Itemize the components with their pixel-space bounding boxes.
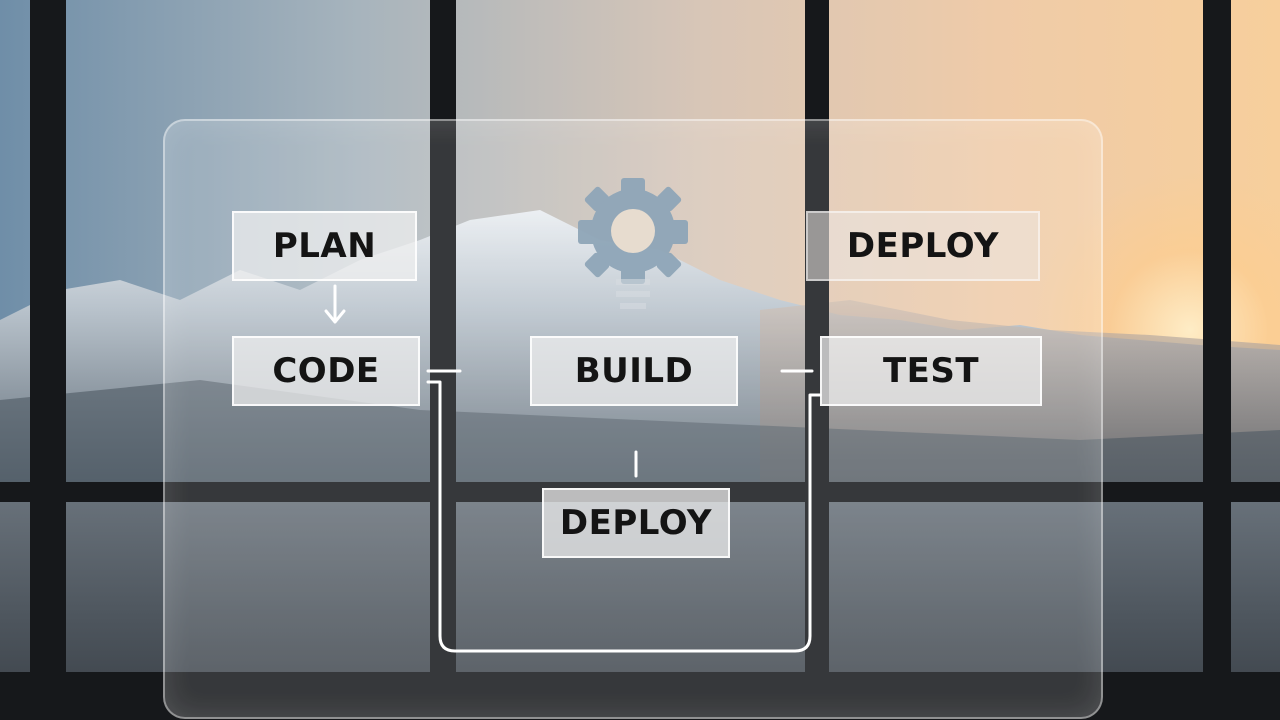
step-build[interactable]: BUILD [530,336,738,406]
step-deploy-bottom[interactable]: DEPLOY [542,488,730,558]
step-test[interactable]: TEST [820,336,1042,406]
window-mullion [1203,0,1231,720]
arrowhead [324,309,346,324]
gear-icon [578,178,688,309]
window-sill [0,672,1280,720]
step-code[interactable]: CODE [232,336,420,406]
step-plan[interactable]: PLAN [232,211,417,281]
window-mullion [430,0,456,720]
loop-connector [426,380,822,653]
step-deploy-top[interactable]: DEPLOY [806,211,1040,281]
window-mullion [30,0,66,720]
